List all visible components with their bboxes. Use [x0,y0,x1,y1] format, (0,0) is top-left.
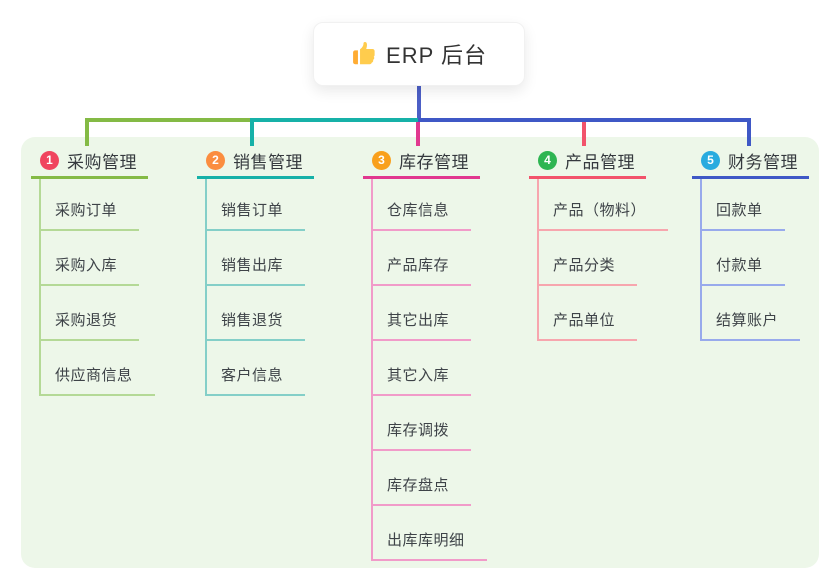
branch-spine [205,179,207,396]
child-item[interactable]: 采购入库 [39,255,140,286]
child-item-label: 库存盘点 [371,475,472,506]
branch-number-badge: 4 [538,150,557,170]
branch-number-badge: 3 [372,150,391,170]
child-item-label: 出库库明细 [371,530,487,561]
connector-rail-left [87,118,252,122]
branch-label-3[interactable]: 3 库存管理 [372,149,469,172]
connector-drop-3 [416,122,420,146]
branch-number-badge: 5 [701,150,720,170]
branch-underline [692,176,809,179]
branch-label-text: 库存管理 [399,152,469,172]
child-item[interactable]: 采购退货 [39,310,140,341]
root-node[interactable]: ERP 后台 [313,22,525,86]
branch-spine [39,179,41,396]
mindmap-panel [21,137,819,568]
connector-rail-right [418,118,751,122]
child-item[interactable]: 销售退货 [205,310,306,341]
connector-drop-2 [250,118,254,146]
branch-label-text: 采购管理 [67,152,137,172]
child-item[interactable]: 采购订单 [39,200,140,231]
child-item[interactable]: 结算账户 [700,310,801,341]
branch-label-2[interactable]: 2 销售管理 [206,149,303,172]
child-item[interactable]: 销售订单 [205,200,306,231]
branch-number-badge: 1 [40,150,59,170]
branch-label-1[interactable]: 1 采购管理 [40,149,137,172]
child-item-label: 供应商信息 [39,365,155,396]
child-item-label: 销售出库 [205,255,306,286]
child-item[interactable]: 仓库信息 [371,200,472,231]
child-item-label: 其它出库 [371,310,472,341]
branch-number-badge: 2 [206,150,225,170]
child-item-label: 付款单 [700,255,785,286]
root-node-label: ERP 后台 [386,43,487,68]
child-item[interactable]: 出库库明细 [371,530,487,561]
branch-spine [700,179,702,341]
child-item-label: 采购退货 [39,310,140,341]
child-item-label: 产品单位 [537,310,638,341]
child-item-label: 其它入库 [371,365,472,396]
child-item[interactable]: 回款单 [700,200,785,231]
child-item[interactable]: 库存调拨 [371,420,472,451]
child-item[interactable]: 产品（物料） [537,200,669,231]
connector-rail-mid [250,118,420,122]
branch-underline [31,176,148,179]
child-item-label: 产品分类 [537,255,638,286]
child-item-label: 采购入库 [39,255,140,286]
branch-label-text: 销售管理 [233,152,303,172]
child-item[interactable]: 供应商信息 [39,365,155,396]
child-item[interactable]: 其它出库 [371,310,472,341]
connector-drop-4 [582,122,586,146]
connector-drop-1 [85,118,89,146]
branch-label-4[interactable]: 4 产品管理 [538,149,635,172]
child-item[interactable]: 产品单位 [537,310,638,341]
child-item[interactable]: 付款单 [700,255,785,286]
branch-underline [363,176,480,179]
child-item-label: 库存调拨 [371,420,472,451]
child-item-label: 回款单 [700,200,785,231]
child-item-label: 产品（物料） [537,200,669,231]
child-item-label: 销售退货 [205,310,306,341]
child-item[interactable]: 库存盘点 [371,475,472,506]
branch-spine [537,179,539,341]
branch-label-text: 产品管理 [565,152,635,172]
thumbs-up-icon [351,41,376,67]
connector-drop-5 [747,118,751,146]
branch-label-5[interactable]: 5 财务管理 [701,149,798,172]
child-item[interactable]: 产品库存 [371,255,472,286]
child-item-label: 产品库存 [371,255,472,286]
child-item[interactable]: 产品分类 [537,255,638,286]
connector-root-stem [417,84,421,120]
child-item-label: 销售订单 [205,200,306,231]
branch-spine [371,179,373,561]
branch-underline [197,176,314,179]
child-item[interactable]: 客户信息 [205,365,306,396]
child-item-label: 采购订单 [39,200,140,231]
child-item[interactable]: 其它入库 [371,365,472,396]
branch-underline [529,176,646,179]
child-item-label: 客户信息 [205,365,306,396]
branch-label-text: 财务管理 [728,152,798,172]
child-item-label: 仓库信息 [371,200,472,231]
child-item-label: 结算账户 [700,310,801,341]
child-item[interactable]: 销售出库 [205,255,306,286]
